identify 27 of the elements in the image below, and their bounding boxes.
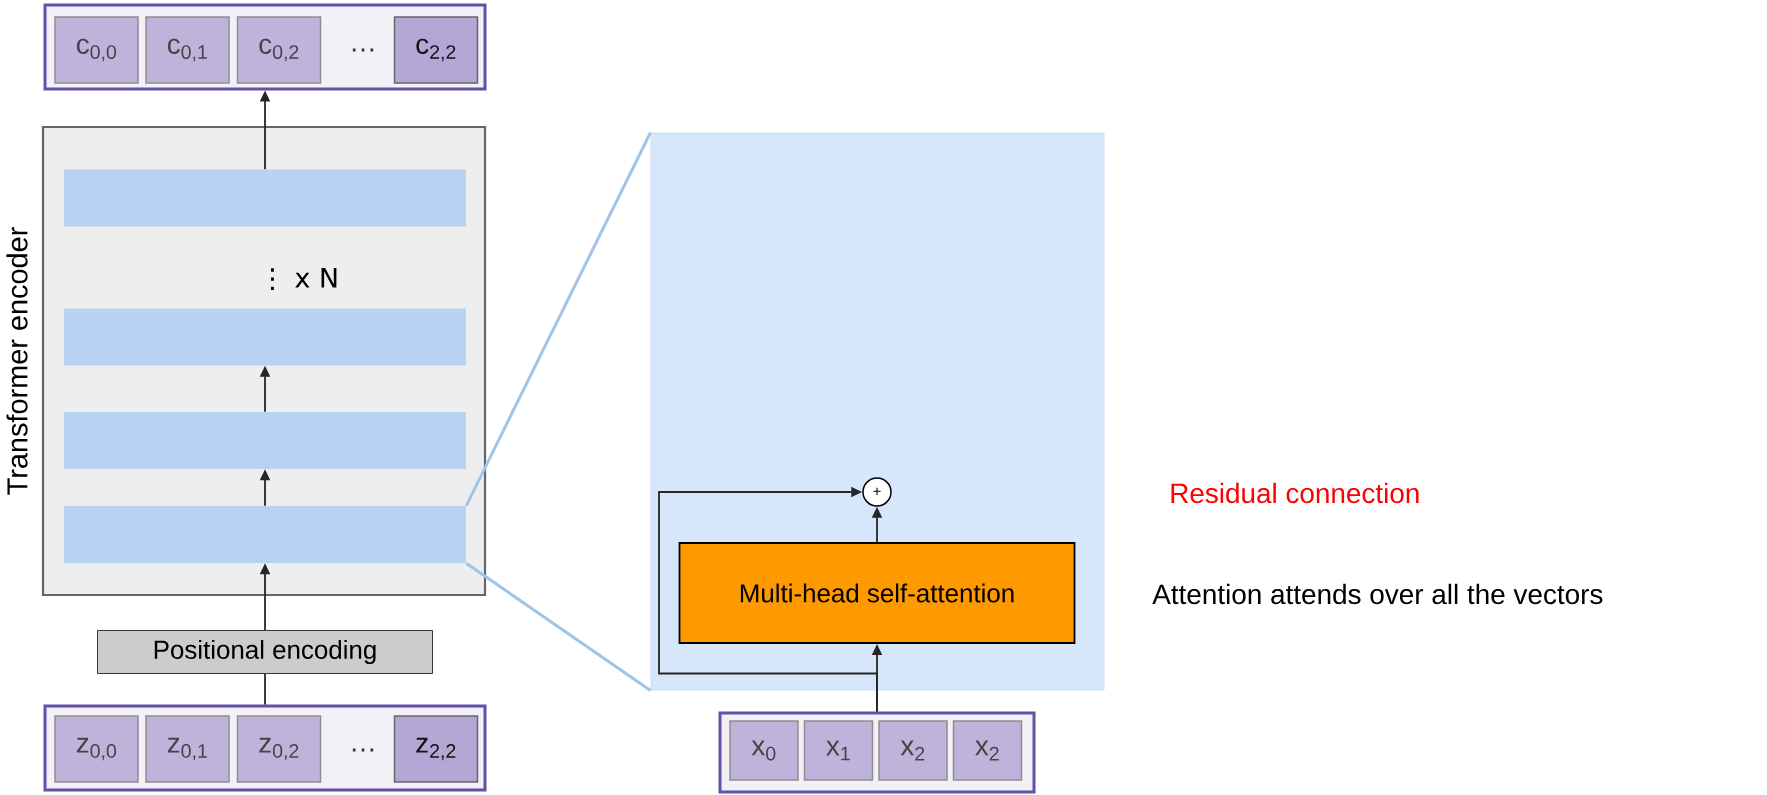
- layer-bar: [64, 506, 466, 563]
- ellipsis: …: [352, 748, 374, 752]
- annotation: Attention attends over all the vectors: [1152, 583, 1603, 605]
- token-cell: x$_{2}$: [952, 720, 1023, 781]
- attention-box: Multi-head self-attention: [678, 542, 1076, 644]
- encoder-title: Transformer encoder: [6, 227, 28, 495]
- token-cell: z$_{0,0}$: [54, 715, 139, 783]
- ellipsis: …: [352, 48, 374, 52]
- zoom-line: [465, 561, 652, 692]
- token-cell: x$_{2}$: [878, 720, 948, 781]
- layer-bar: [64, 169, 466, 227]
- zoom-line: [464, 131, 652, 507]
- token-cell: z$_{0,2}$: [236, 715, 322, 783]
- annotation: Residual connection: [1171, 482, 1419, 504]
- token-cell: z$_{2,2}$: [393, 715, 479, 783]
- token-cell: x$_{1}$: [803, 720, 874, 781]
- layer-bar: [64, 412, 466, 469]
- token-cell: x$_{0}$: [729, 720, 799, 781]
- layer-bar: [64, 308, 466, 366]
- arrow: [658, 486, 878, 713]
- repeat-label: ⋮ x N: [271, 267, 337, 291]
- token-cell: c$_{2,2}$: [393, 16, 479, 84]
- process-box: Positional encoding: [97, 630, 433, 674]
- token-cell: c$_{0,2}$: [236, 16, 322, 84]
- token-cell: c$_{0,1}$: [145, 16, 230, 84]
- token-cell: z$_{0,1}$: [145, 715, 230, 783]
- token-cell: c$_{0,0}$: [54, 16, 139, 84]
